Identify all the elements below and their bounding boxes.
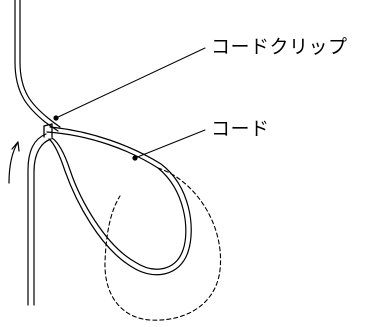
upward-arrow-icon (8, 141, 20, 184)
dashed-loop-outline (104, 167, 222, 321)
lower-cord (27, 133, 52, 306)
leader-dot-cord (132, 155, 138, 161)
cord-loop (46, 126, 192, 276)
cord-clip-label: コードクリップ (211, 36, 348, 58)
cord-clip (43, 123, 53, 138)
leader-line-cord (134, 129, 206, 159)
upper-cord (14, 0, 61, 132)
cord-label: コード (211, 118, 270, 140)
leader-line-clip (55, 47, 206, 119)
leader-dot-clip (53, 115, 59, 121)
